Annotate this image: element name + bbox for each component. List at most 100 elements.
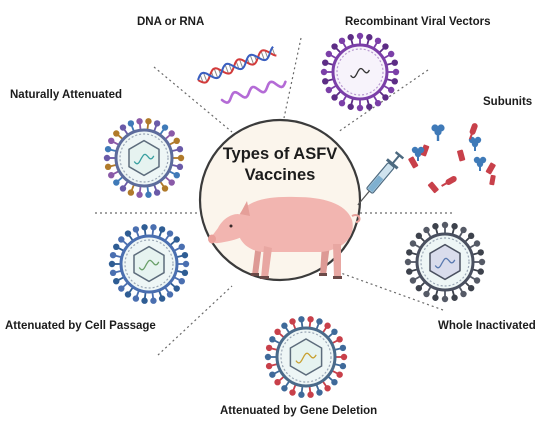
virus-spike-head [161,124,169,131]
virus-spike-head [113,130,120,137]
subunit-fragment [457,149,466,162]
dna-base-pair [271,47,276,56]
dna-base-pair [203,72,208,82]
virus-spike-head [136,118,143,125]
virus-spike-head [336,371,343,378]
center-title-line2: Vaccines [244,166,316,184]
virus-spike-head [432,223,439,230]
virus-spike-head [478,258,486,266]
virus-spike-head [382,94,389,101]
dna-base-pair [199,74,204,83]
dna-base-pair [213,68,219,79]
virus-spike-head [451,294,458,301]
label-attenuated-by-cell-passage: Attenuated by Cell Passage [5,320,156,332]
virus-spike-head [423,226,430,234]
center-title-line1: Types of ASFV [222,145,338,163]
virus-spike-head [281,322,288,329]
virus-spike-head [119,185,127,192]
subunit-fragment [408,156,419,169]
virus-inner-membrane [119,133,169,183]
virus-spike-head [158,226,166,233]
virus-spike-head [168,179,175,186]
virus-spike-head [182,260,190,268]
virus-spike-head [320,68,328,76]
virus-spike-head [124,230,132,237]
virus-membrane [331,43,389,101]
virus-spike-head [176,163,184,171]
virus-spike-head [347,103,354,110]
virus-spike-head [173,137,180,145]
label-dna-rna: DNA or RNA [137,16,205,28]
virus-spike-head [298,316,305,323]
virus-spike-head [387,86,395,94]
virus-spike-head [265,344,273,352]
virus-spike-head [467,284,475,292]
virus-spike-head [322,78,329,85]
virus-spike-head [274,378,281,386]
virus-spike-head [339,344,347,352]
virus-spike-head [460,290,467,298]
virus-genome [133,153,155,165]
virus-spike-head [118,236,125,243]
virus-spike-head [269,371,276,378]
virus-spike-head [145,118,152,125]
virus-spike-head [406,268,413,275]
dna-strand-blue [197,46,274,81]
virus-spike-head [324,322,331,329]
virus-spike-head [441,295,449,303]
label-whole-inactivated: Whole Inactivated [438,320,536,332]
virus-spike-head [145,191,152,198]
virus-capsid [128,139,160,177]
virus-spike-head [336,336,343,343]
label-subunits: Subunits [483,96,533,108]
subunit-protein-blue [473,156,487,171]
virus-gene-deletion-illustration [264,316,348,398]
virus-spike-head [404,258,412,266]
virus-recombinant-illustration [320,32,400,112]
virus-spike-head [392,68,400,76]
virus-spike-head [173,236,180,243]
virus-spike-head [108,260,116,268]
pig-illustration [208,196,361,279]
dna-helix [197,46,277,84]
virus-spike-head [168,130,175,137]
virus-spike-head [460,226,467,234]
divider-se [337,271,444,311]
virus-spike-head [382,43,389,50]
virus-spike-head [477,268,484,275]
virus-spike-head [366,34,373,41]
virus-spike-head [409,240,417,247]
dna-base-pair [264,50,269,59]
virus-spike-head [103,154,111,162]
virus-inner-membrane [124,239,174,289]
dna-base-pair [239,59,244,69]
virus-capsid [429,243,461,281]
virus-spike-head [298,391,305,398]
virus-spike-head [331,328,338,336]
center-title: Types of ASFV Vaccines [215,144,345,186]
virus-spike-head [331,43,338,50]
virus-spike-head [104,145,112,153]
dna-base-pair [224,64,229,74]
virus-spike-head [108,137,115,145]
virus-spike-head [274,328,281,336]
virus-spike-head [127,120,135,127]
dna-base-pair [260,51,265,61]
virus-spike-head [325,86,333,94]
virus-spike-head [132,295,140,302]
virus-spike-head [264,353,272,361]
virus-spike-head [181,269,189,277]
virus-spike-head [331,378,338,386]
virus-spike-head [269,336,276,343]
virus-spike-head [415,232,423,240]
virus-cell-passage-illustration [108,224,190,304]
virus-spike-head [406,249,413,256]
virus-spike-head [127,189,135,196]
virus-spike-head [316,318,323,325]
virus-spike-head [178,243,185,251]
virus-spike-head [409,277,417,284]
virus-spike-head [113,277,120,285]
virus-spike-head [161,185,169,192]
divider-nw [153,66,233,133]
